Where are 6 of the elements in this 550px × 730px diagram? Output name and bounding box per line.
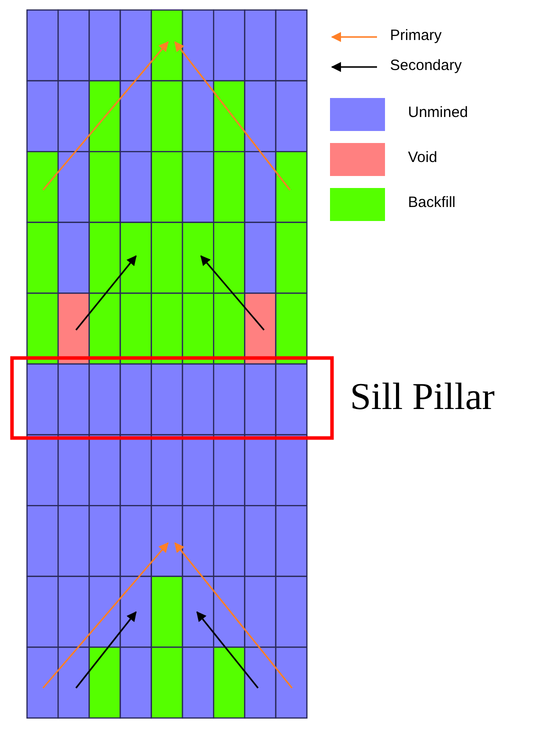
region-label: Sill Pillar	[350, 375, 495, 419]
legend-label: Void	[408, 149, 438, 166]
legend-label: Unmined	[408, 104, 468, 121]
legend-label: Primary	[390, 27, 442, 44]
legend-label: Secondary	[390, 57, 462, 74]
legend-label: Backfill	[408, 194, 456, 211]
